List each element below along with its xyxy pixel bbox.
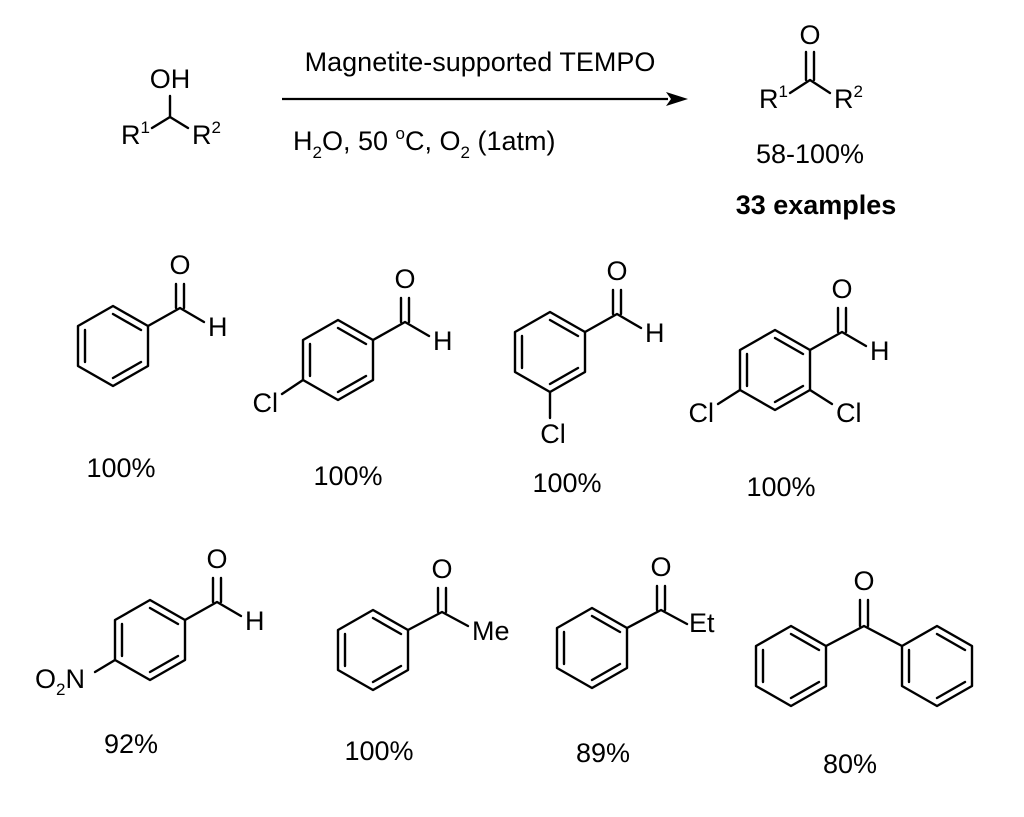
- oxygen-label: O: [206, 544, 227, 574]
- yield-label: 100%: [313, 461, 382, 491]
- c-n-bond: [93, 658, 117, 674]
- product-r1-label: R1: [759, 82, 788, 114]
- yield-label: 100%: [344, 736, 413, 766]
- yield-label: 100%: [532, 468, 601, 498]
- oxygen-label: O: [169, 250, 190, 280]
- reactant-secondary-alcohol: OH R1 R2: [121, 64, 221, 150]
- aldehyde-bonds: [146, 306, 206, 328]
- oxygen-label: O: [831, 274, 852, 304]
- yield-label: 100%: [86, 453, 155, 483]
- c-cl-bond-left: [716, 388, 742, 406]
- ethyl-label: Et: [689, 608, 715, 638]
- yield-range: 58-100%: [756, 139, 864, 169]
- chlorine-label: Cl: [253, 388, 279, 418]
- hydrogen-label: H: [645, 318, 665, 348]
- example-4-nitrobenzaldehyde: O H O2N 92%: [35, 544, 265, 759]
- hydrogen-label: H: [245, 606, 265, 636]
- chlorine-label-right: Cl: [836, 398, 862, 428]
- examples-count: 33 examples: [736, 190, 897, 220]
- product-r2-label: R2: [834, 82, 863, 114]
- hydrogen-label: H: [208, 312, 228, 342]
- arrow-head: [666, 92, 688, 106]
- oxygen-label: O: [394, 264, 415, 294]
- reactant-oh-label: OH: [150, 64, 191, 94]
- hydrogen-label: H: [870, 336, 890, 366]
- benzene-ring: [555, 606, 629, 690]
- nitro-label: O2N: [35, 664, 85, 699]
- reaction-arrow: [282, 92, 688, 106]
- example-acetophenone: O Me 100%: [336, 554, 510, 766]
- yield-label: 92%: [104, 729, 158, 759]
- product-ketone: O R1 R2: [759, 20, 863, 114]
- benzene-ring-left: [754, 624, 828, 708]
- oxygen-label: O: [853, 566, 874, 596]
- example-benzophenone: O 80%: [754, 566, 974, 779]
- aldehyde-bonds: [808, 330, 868, 352]
- benzene-ring: [738, 328, 812, 412]
- example-2-4-dichlorobenzaldehyde: O H Cl Cl 100%: [689, 274, 890, 502]
- benzene-ring-right: [900, 624, 974, 708]
- example-propiophenone: O Et 89%: [555, 552, 715, 768]
- reagent-label: Magnetite-supported TEMPO: [305, 47, 656, 77]
- product-skeleton-bonds: [788, 78, 832, 95]
- chlorine-label-left: Cl: [689, 398, 715, 428]
- benzene-ring: [513, 310, 587, 394]
- benzene-ring: [301, 318, 375, 402]
- c-cl-bond-right: [808, 388, 834, 406]
- oxygen-label: O: [431, 554, 452, 584]
- hydrogen-label: H: [433, 326, 453, 356]
- ketone-bonds: [824, 624, 904, 648]
- benzene-ring: [113, 598, 187, 682]
- conditions-label: H2O, 50 oC, O2 (1atm): [293, 124, 556, 162]
- aldehyde-bonds: [371, 320, 431, 342]
- oxygen-label: O: [606, 256, 627, 286]
- reactant-r2-label: R2: [192, 118, 221, 150]
- aldehyde-bonds: [583, 312, 643, 334]
- example-3-chlorobenzaldehyde: O H Cl 100%: [513, 256, 665, 498]
- chlorine-label: Cl: [540, 419, 566, 449]
- benzene-ring: [76, 304, 150, 388]
- ketone-bonds: [625, 608, 689, 630]
- example-benzaldehyde: O H 100%: [76, 250, 228, 483]
- reactant-r1-label: R1: [121, 118, 150, 150]
- ketone-bonds: [406, 610, 470, 632]
- product-o-label: O: [799, 20, 820, 50]
- oxygen-label: O: [650, 552, 671, 582]
- example-4-chlorobenzaldehyde: O H Cl 100%: [253, 264, 453, 491]
- aldehyde-bonds: [183, 600, 243, 622]
- yield-label: 89%: [576, 738, 630, 768]
- c-cl-bond: [280, 378, 305, 396]
- methyl-label: Me: [472, 616, 510, 646]
- yield-label: 100%: [746, 472, 815, 502]
- yield-label: 80%: [823, 749, 877, 779]
- reactant-skeleton-bonds: [150, 115, 190, 130]
- benzene-ring: [336, 608, 410, 692]
